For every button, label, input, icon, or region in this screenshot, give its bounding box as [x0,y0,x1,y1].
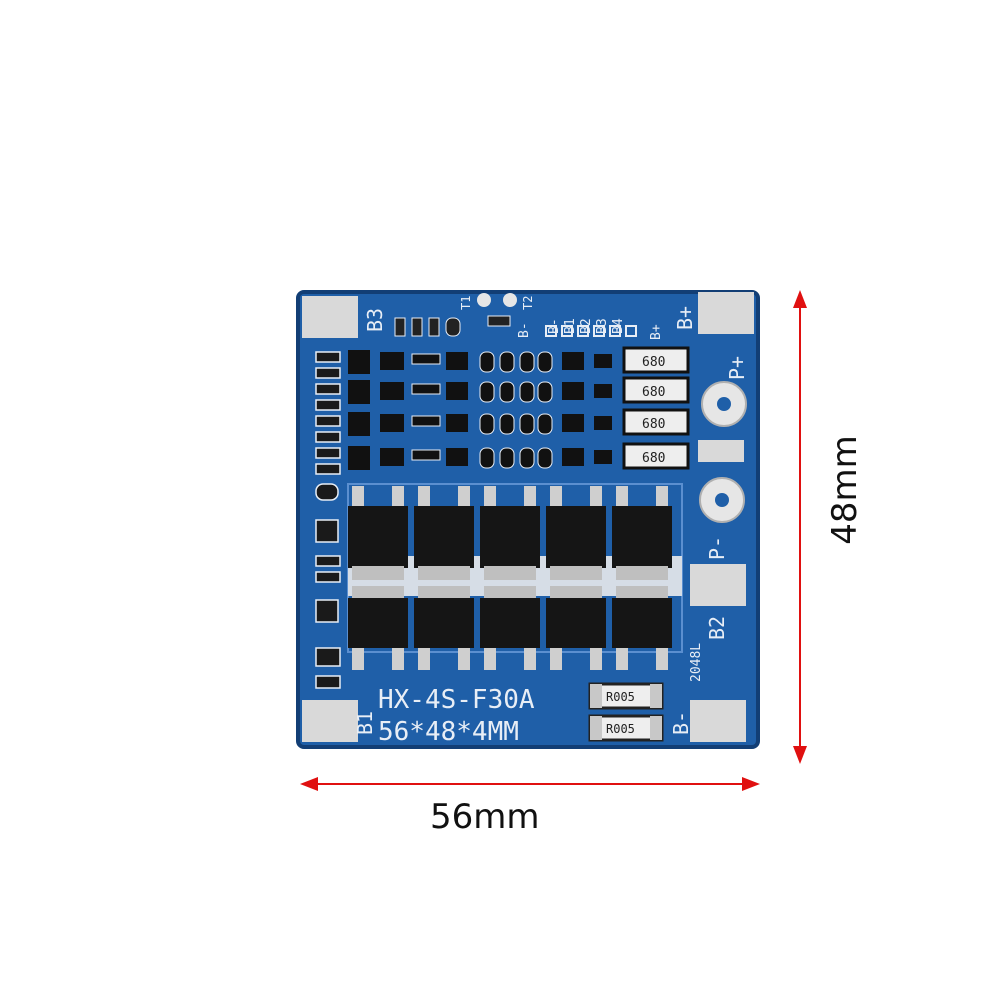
label-top-b-plus: B+ [649,324,664,340]
arrowhead-top [793,290,807,308]
label-t2: T2 [521,296,535,310]
height-dimension-label: 48mm [824,435,865,545]
label-p-plus: P+ [725,356,749,380]
mosfet [414,486,474,580]
thermistor-pad-1 [477,293,491,307]
resistor-label: 680 [642,355,665,370]
resistor-label: 680 [642,385,665,400]
balance-pin [545,325,557,337]
channel-row: 680 [348,408,690,436]
balance-pin [609,325,621,337]
label-b2: B2 [705,616,729,640]
bms-board: B3 B+ P+ P- B2 B1 B- T1 T2 B- B+ B- B1 B… [296,290,760,749]
mosfet [348,586,408,670]
balance-pin [593,325,605,337]
label-b3: B3 [363,308,387,332]
pad-top-left [302,296,358,338]
channel-row: 680 [348,346,690,374]
mosfet-row-lower [348,586,672,670]
smd-component [411,317,423,337]
pad-bottom-right [690,700,746,742]
smd-component [428,317,440,337]
mosfet [414,586,474,670]
shunt-label: R005 [606,722,635,736]
balance-pin [577,325,589,337]
balance-pin [561,325,573,337]
p-plus-hole [717,397,731,411]
pcb-edge-shade [296,290,760,749]
shunt-resistor: R005 [588,714,664,742]
balance-pin [625,325,637,337]
pad-p-strip [698,440,744,462]
smd-component [487,315,511,327]
arrowhead-right [742,777,760,791]
mosfet [546,586,606,670]
channel-row: 680 [348,376,690,404]
label-b-plus: B+ [673,306,697,330]
width-dimension-arrow [300,777,760,791]
smd-component [445,317,461,337]
arrowhead-left [300,777,318,791]
date-code: 2048L [689,643,704,682]
p-minus-hole [715,493,729,507]
left-smd-column [315,351,341,689]
resistor-label: 680 [642,451,665,466]
mosfet [612,486,672,580]
shunt-resistor: R005 [588,682,664,710]
mosfet-row-upper [348,486,672,580]
label-p-minus: P- [705,536,729,560]
mosfet [480,586,540,670]
board-size-marking: 56*48*4MM [378,717,519,747]
mosfet [348,486,408,580]
pad-mid-right [690,564,746,606]
width-dimension-label: 56mm [430,797,540,837]
label-t1: T1 [459,296,473,310]
height-dimension-arrow [793,290,807,764]
balance-connector: B- B1 B2 B3 B4 [545,318,637,337]
label-b-minus: B- [669,711,693,735]
shunt-label: R005 [606,690,635,704]
pad-top-right [698,292,754,334]
board-model: HX-4S-F30A [378,685,535,715]
mosfet [546,486,606,580]
smd-component [394,317,406,337]
mosfet [480,486,540,580]
label-top-b-minus: B- [517,322,532,338]
balance-channels: 680 680 680 [348,346,690,470]
label-b1: B1 [353,711,377,735]
resistor-label: 680 [642,417,665,432]
pad-bottom-left [302,700,358,742]
channel-row: 680 [348,442,690,470]
thermistor-pad-2 [503,293,517,307]
arrowhead-bottom [793,746,807,764]
mosfet [612,586,672,670]
